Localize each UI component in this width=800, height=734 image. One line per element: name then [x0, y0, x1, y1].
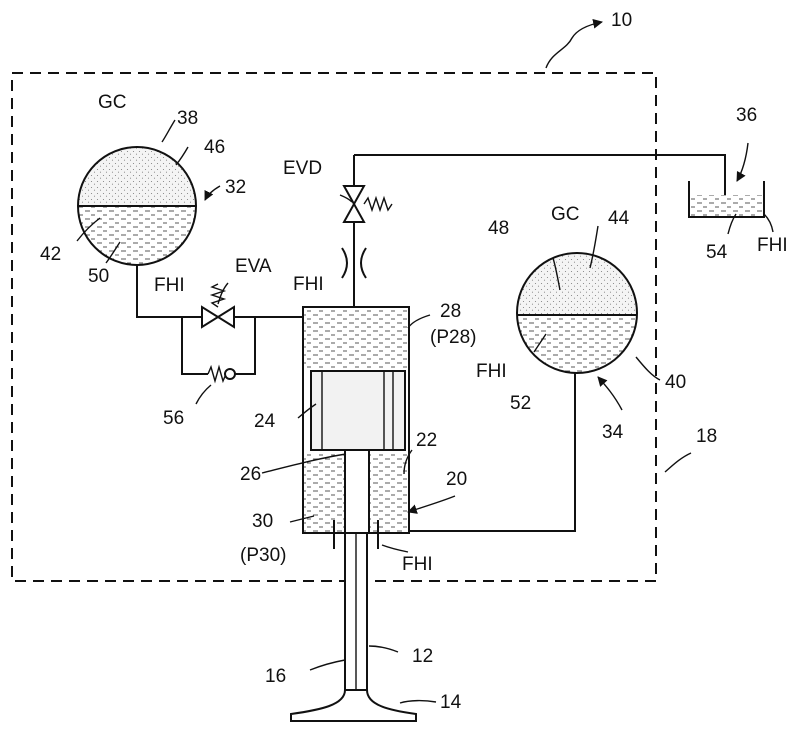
label-p28: (P28): [430, 327, 476, 348]
label-eva: EVA: [235, 256, 272, 277]
reservoir: [688, 181, 765, 218]
label-evd: EVD: [283, 158, 322, 179]
hydraulic-lines: [136, 154, 726, 532]
label-fhi-reservoir: FHI: [757, 235, 788, 256]
label-gc-left: GC: [98, 92, 127, 113]
valve-head: [290, 689, 417, 722]
label-28: 28: [440, 301, 461, 322]
label-46: 46: [204, 137, 225, 158]
label-26: 26: [240, 464, 261, 485]
label-10: 10: [611, 10, 632, 31]
label-44: 44: [608, 208, 630, 229]
label-56: 56: [163, 408, 184, 429]
label-fhi-left: FHI: [154, 275, 185, 296]
label-gc-right: GC: [551, 204, 580, 225]
label-p30: (P30): [240, 545, 286, 566]
orifice: [341, 247, 367, 279]
label-18: 18: [696, 426, 717, 447]
leader-lines: [76, 18, 774, 704]
check-valve: [207, 364, 236, 384]
label-38: 38: [177, 108, 198, 129]
label-54: 54: [706, 242, 728, 263]
label-24: 24: [254, 411, 276, 432]
label-14: 14: [440, 692, 462, 713]
left-accumulator: [77, 146, 197, 266]
label-30: 30: [252, 511, 273, 532]
label-40: 40: [665, 372, 686, 393]
eva-valve: [201, 283, 235, 329]
label-42: 42: [40, 244, 61, 265]
label-fhi-right: FHI: [476, 361, 507, 382]
labels: 10 GC 38 46 32 42 50 FHI EVA EVD FHI 28 …: [40, 10, 788, 713]
label-20: 20: [446, 469, 467, 490]
actuator-cylinder: [302, 306, 410, 692]
label-fhi-bottom: FHI: [402, 554, 433, 575]
label-52: 52: [510, 393, 531, 414]
label-16: 16: [265, 666, 286, 687]
label-22: 22: [416, 430, 437, 451]
label-50: 50: [88, 266, 109, 287]
label-48: 48: [488, 218, 509, 239]
label-36: 36: [736, 105, 757, 126]
label-12: 12: [412, 646, 433, 667]
label-32: 32: [225, 177, 246, 198]
right-accumulator: [516, 252, 638, 374]
label-fhi-top: FHI: [293, 274, 324, 295]
label-34: 34: [602, 422, 624, 443]
evd-valve: [342, 185, 393, 223]
